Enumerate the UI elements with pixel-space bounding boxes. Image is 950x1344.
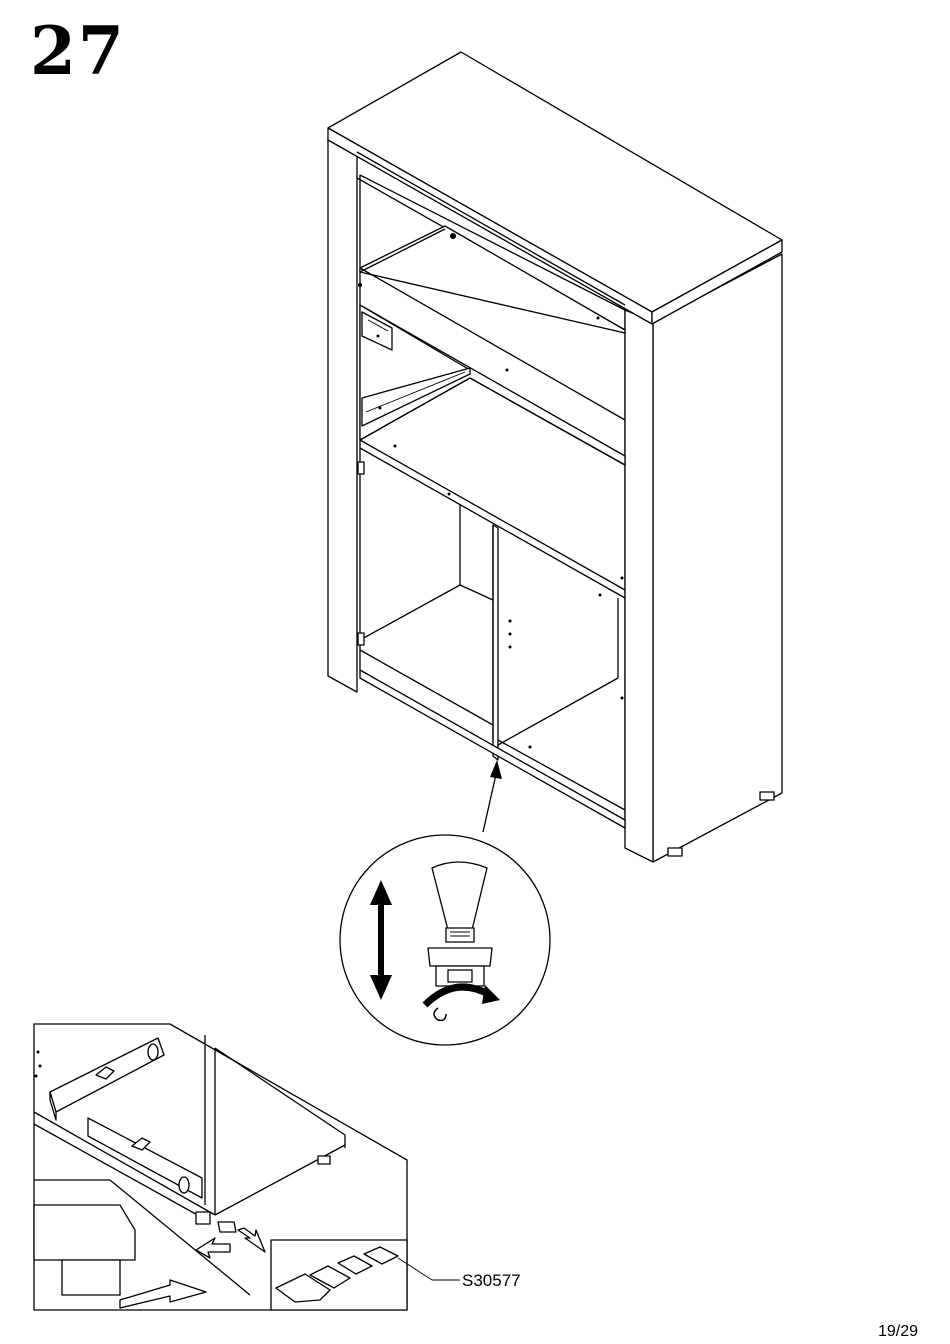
cabinet-front-left-post [328,138,357,692]
cabinet-right-side [653,254,782,862]
page-indicator: 19/29 [878,1323,918,1341]
cabinet-front-right-post [625,310,653,862]
cabinet-drawing [328,52,782,862]
leveling-foot-detail [340,835,550,1045]
part-code-label: S30577 [462,1271,521,1291]
level-inset [34,1024,460,1310]
